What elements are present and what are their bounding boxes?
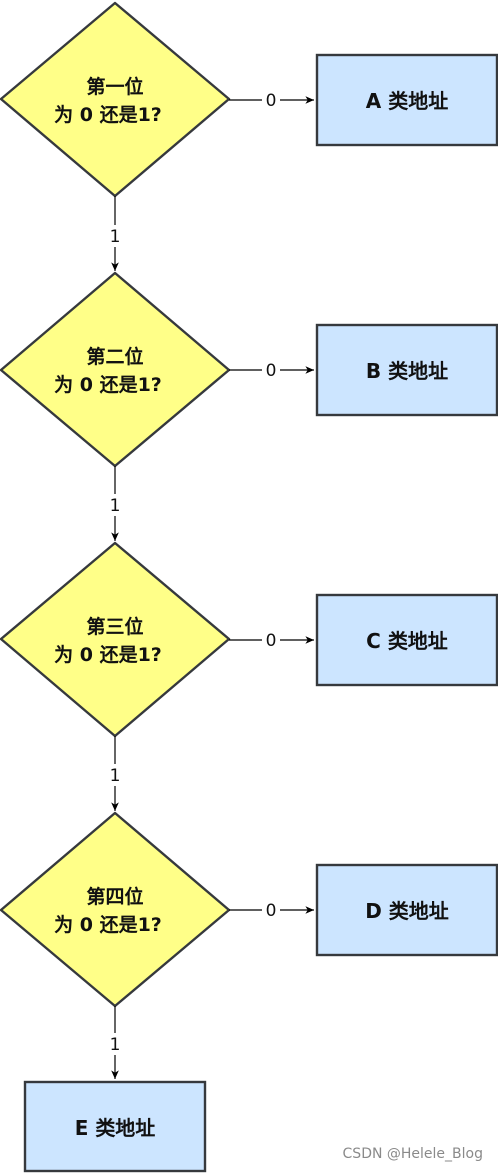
decision-1-line2: 为 0 还是1? <box>54 103 162 126</box>
class-b-box: B 类地址 <box>315 323 498 417</box>
edge-label-0: 0 <box>266 91 277 111</box>
decision-4-line1: 第四位 <box>86 885 143 908</box>
class-c-label: C 类地址 <box>366 629 448 653</box>
edge-label-bg <box>107 494 123 516</box>
decision-2: 第二位 为 0 还是1? <box>0 271 231 468</box>
class-b-label: B 类地址 <box>366 359 448 383</box>
class-c-rect <box>315 593 498 687</box>
class-a-rect <box>315 53 498 147</box>
edge-label-0: 0 <box>266 631 277 651</box>
edge-label-bg <box>262 628 280 650</box>
class-d-rect <box>315 863 498 957</box>
edge-label-1: 1 <box>110 496 121 516</box>
decision-3-diamond <box>0 541 231 738</box>
class-e-rect <box>23 1080 207 1173</box>
class-d-box: D 类地址 <box>315 863 498 957</box>
decision-2-line1: 第二位 <box>86 345 143 368</box>
class-a-box: A 类地址 <box>315 53 498 147</box>
edge-label-bg <box>262 88 280 110</box>
edge-label-bg <box>107 1033 123 1055</box>
edge-label-1: 1 <box>110 766 121 786</box>
class-b-rect <box>315 323 498 417</box>
decision-4-diamond <box>0 811 231 1008</box>
edge-label-1: 1 <box>110 1035 121 1055</box>
class-d-label: D 类地址 <box>365 899 449 923</box>
edge-label-bg <box>107 225 123 247</box>
edge-label-1: 1 <box>110 227 121 247</box>
decision-2-diamond <box>0 271 231 468</box>
edge-label-0: 0 <box>266 361 277 381</box>
decision-1-diamond <box>0 1 231 198</box>
decision-3-line2: 为 0 还是1? <box>54 643 162 666</box>
edge-label-0: 0 <box>266 901 277 921</box>
decision-4-line2: 为 0 还是1? <box>54 913 162 936</box>
class-e-box: E 类地址 <box>23 1080 207 1173</box>
class-e-label: E 类地址 <box>75 1116 156 1140</box>
decision-1-line1: 第一位 <box>86 75 143 98</box>
decision-3-line1: 第三位 <box>86 615 143 638</box>
edge-label-bg <box>262 898 280 920</box>
decision-3: 第三位 为 0 还是1? <box>0 541 231 738</box>
edge-label-bg <box>107 764 123 786</box>
class-c-box: C 类地址 <box>315 593 498 687</box>
class-a-label: A 类地址 <box>366 89 448 113</box>
edge-label-bg <box>262 358 280 380</box>
decision-2-line2: 为 0 还是1? <box>54 373 162 396</box>
decision-1: 第一位 为 0 还是1? <box>0 1 231 198</box>
watermark: CSDN @Helele_Blog <box>343 1146 483 1162</box>
decision-4: 第四位 为 0 还是1? <box>0 811 231 1008</box>
